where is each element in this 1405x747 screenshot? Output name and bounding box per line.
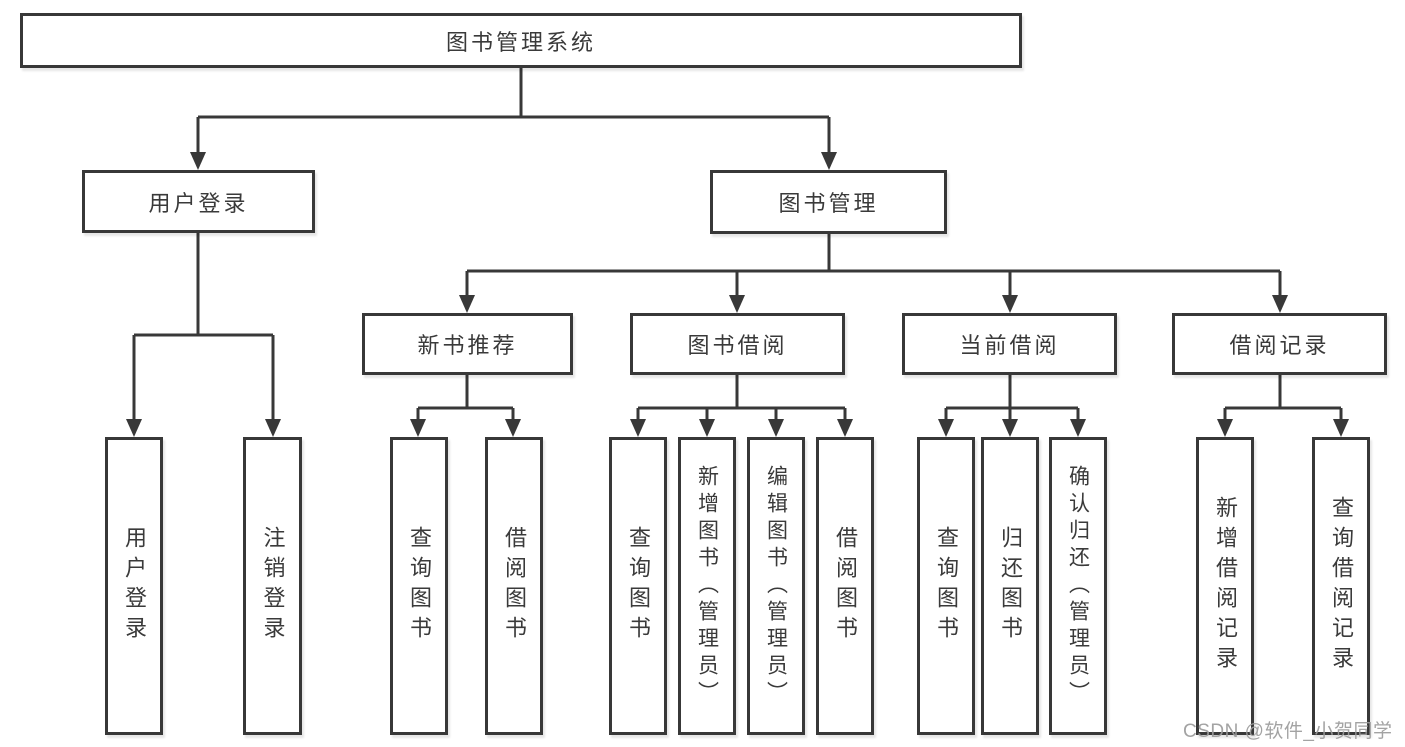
leaf-cb-return-book: 归还图书 — [981, 437, 1039, 735]
leaf-user-login: 用户登录 — [105, 437, 163, 735]
leaf-nb-query-book-label: 查询图书 — [407, 526, 432, 646]
leaf-bb-add-book-admin-label: 新增图书（管理员） — [695, 464, 719, 708]
leaf-user-login-label: 用户登录 — [122, 526, 147, 646]
leaf-br-add-record-label: 新增借阅记录 — [1213, 496, 1238, 676]
node-book-management: 图书管理 — [710, 170, 947, 234]
leaf-bb-edit-book-admin: 编辑图书（管理员） — [747, 437, 805, 735]
leaf-cb-confirm-return-admin-label: 确认归还（管理员） — [1066, 464, 1090, 708]
node-current-borrowing-label: 当前借阅 — [959, 333, 1060, 358]
leaf-nb-borrow-book: 借阅图书 — [485, 437, 543, 735]
node-root-system: 图书管理系统 — [20, 13, 1022, 68]
leaf-cb-return-book-label: 归还图书 — [998, 526, 1023, 646]
node-user-login-label: 用户登录 — [148, 190, 249, 216]
arrowheads — [126, 152, 1349, 437]
node-book-borrowing-label: 图书借阅 — [687, 333, 788, 358]
node-new-book-recommendation: 新书推荐 — [362, 313, 573, 375]
leaf-logout: 注销登录 — [243, 437, 302, 735]
leaf-bb-add-book-admin: 新增图书（管理员） — [678, 437, 736, 735]
leaf-bb-borrow-book: 借阅图书 — [816, 437, 874, 735]
node-book-management-label: 图书管理 — [778, 191, 879, 216]
node-current-borrowing: 当前借阅 — [902, 313, 1117, 375]
leaf-bb-query-book: 查询图书 — [609, 437, 667, 735]
node-book-borrowing: 图书借阅 — [630, 313, 845, 375]
leaf-cb-confirm-return-admin: 确认归还（管理员） — [1049, 437, 1107, 735]
node-borrowing-records: 借阅记录 — [1172, 313, 1387, 375]
leaf-logout-label: 注销登录 — [260, 526, 286, 646]
leaf-nb-borrow-book-label: 借阅图书 — [502, 526, 527, 646]
leaf-br-add-record: 新增借阅记录 — [1196, 437, 1254, 735]
leaf-bb-borrow-book-label: 借阅图书 — [833, 526, 858, 646]
node-new-book-recommendation-label: 新书推荐 — [417, 333, 518, 358]
leaf-br-query-record: 查询借阅记录 — [1312, 437, 1370, 735]
node-user-login: 用户登录 — [82, 170, 315, 233]
csdn-watermark: CSDN @软件_小贺同学 — [1183, 721, 1393, 742]
leaf-cb-query-book-label: 查询图书 — [934, 526, 959, 646]
leaf-nb-query-book: 查询图书 — [390, 437, 448, 735]
node-root-system-label: 图书管理系统 — [445, 29, 596, 55]
leaf-bb-query-book-label: 查询图书 — [626, 526, 651, 646]
leaf-bb-edit-book-admin-label: 编辑图书（管理员） — [764, 464, 788, 708]
leaf-br-query-record-label: 查询借阅记录 — [1329, 496, 1354, 676]
leaf-cb-query-book: 查询图书 — [917, 437, 975, 735]
node-borrowing-records-label: 借阅记录 — [1229, 333, 1330, 358]
